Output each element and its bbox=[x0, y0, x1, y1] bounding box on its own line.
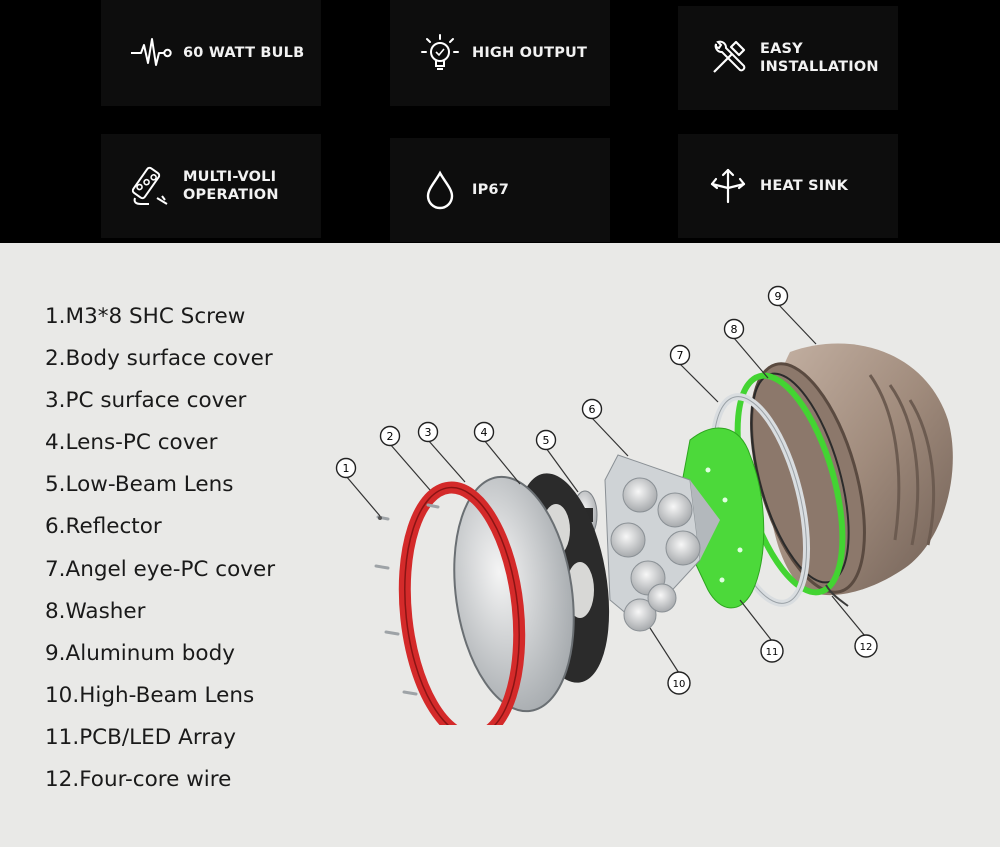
feature-heat-sink: HEAT SINK bbox=[678, 134, 898, 238]
body-surface-cover bbox=[398, 481, 526, 725]
feature-ip67: IP67 bbox=[390, 138, 610, 242]
svg-text:4: 4 bbox=[481, 426, 488, 439]
reflector bbox=[604, 454, 720, 626]
four-core-wire bbox=[825, 584, 849, 607]
part-item: 11.PCB/LED Array bbox=[45, 724, 237, 750]
svg-text:10: 10 bbox=[673, 679, 686, 690]
feature-label: IP67 bbox=[472, 182, 510, 198]
tools-icon bbox=[713, 40, 746, 73]
part-item: 7.Angel eye-PC cover bbox=[45, 556, 276, 582]
callout-4: 4 bbox=[473, 421, 495, 443]
svg-text:1: 1 bbox=[343, 462, 350, 475]
feature-label: MULTI-VOLI OPERATION bbox=[183, 169, 279, 203]
callout-11: 11 bbox=[760, 639, 784, 663]
exploded-headlight-diagram: 1 2 3 4 5 6 7 8 9 10 11 12 bbox=[335, 285, 953, 725]
aluminum-body bbox=[750, 343, 953, 596]
feature-multi-volt-operation: MULTI-VOLI OPERATION bbox=[101, 134, 321, 238]
arrows-icon bbox=[710, 168, 746, 204]
led-dots bbox=[705, 467, 743, 583]
part-item: 10.High-Beam Lens bbox=[45, 682, 255, 708]
feature-high-output: HIGH OUTPUT bbox=[390, 0, 610, 106]
svg-text:5: 5 bbox=[543, 434, 550, 447]
bulb-icon bbox=[421, 34, 459, 70]
feature-easy-installation: EASY INSTALLATION bbox=[678, 6, 898, 110]
svg-text:9: 9 bbox=[775, 290, 782, 303]
callout-6: 6 bbox=[581, 398, 603, 420]
feature-banner: 60 WATT BULB HIGH OUTPUT EASY INSTALLATI… bbox=[0, 0, 1000, 243]
feature-label: 60 WATT BULB bbox=[183, 45, 305, 61]
callout-markers: 1 2 3 4 5 6 7 8 9 10 11 12 bbox=[335, 285, 878, 695]
callout-5: 5 bbox=[535, 429, 557, 451]
part-item: 4.Lens-PC cover bbox=[45, 430, 218, 456]
callout-12: 12 bbox=[854, 634, 878, 658]
feature-60-watt-bulb: 60 WATT BULB bbox=[101, 0, 321, 106]
callout-3: 3 bbox=[417, 421, 439, 443]
part-item: 12.Four-core wire bbox=[45, 767, 232, 793]
part-item: 3.PC surface cover bbox=[45, 388, 247, 414]
callout-2: 2 bbox=[379, 425, 401, 447]
callout-1: 1 bbox=[335, 457, 357, 479]
svg-text:3: 3 bbox=[425, 426, 432, 439]
leader-lines bbox=[345, 303, 866, 674]
svg-text:7: 7 bbox=[677, 349, 684, 362]
high-beam-lens bbox=[623, 583, 677, 632]
svg-text:8: 8 bbox=[731, 323, 738, 336]
callout-8: 8 bbox=[723, 318, 745, 340]
part-item: 1.M3*8 SHC Screw bbox=[45, 304, 246, 329]
feature-label: HIGH OUTPUT bbox=[472, 45, 588, 61]
pulse-icon bbox=[131, 38, 172, 66]
feature-label: HEAT SINK bbox=[760, 178, 849, 194]
feature-label: EASY INSTALLATION bbox=[760, 41, 879, 75]
part-item: 2.Body surface cover bbox=[45, 346, 273, 372]
part-item: 9.Aluminum body bbox=[45, 640, 235, 666]
callout-10: 10 bbox=[667, 671, 691, 695]
power-strip-icon bbox=[131, 166, 168, 205]
svg-text:12: 12 bbox=[860, 642, 873, 653]
svg-text:11: 11 bbox=[766, 647, 779, 658]
part-item: 8.Washer bbox=[45, 598, 146, 624]
callout-9: 9 bbox=[767, 285, 789, 307]
part-item: 5.Low-Beam Lens bbox=[45, 472, 234, 498]
water-drop-icon bbox=[426, 170, 454, 210]
svg-text:2: 2 bbox=[387, 430, 394, 443]
parts-list: 1.M3*8 SHC Screw 2.Body surface cover 3.… bbox=[45, 296, 275, 801]
callout-7: 7 bbox=[669, 344, 691, 366]
svg-text:6: 6 bbox=[589, 403, 596, 416]
part-item: 6.Reflector bbox=[45, 514, 162, 540]
